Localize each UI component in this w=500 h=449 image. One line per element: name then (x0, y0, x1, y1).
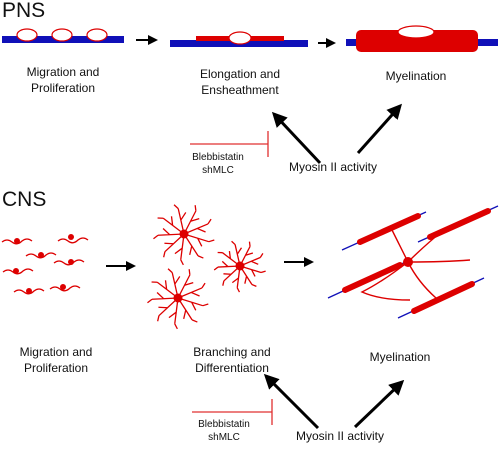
pns-inhibitor-blebbistatin: Blebbistatin (192, 152, 244, 163)
pns-stage2-line1: Elongation and (199, 67, 281, 81)
pns-stage1-line1: Migration and (26, 65, 100, 79)
cell-process (177, 269, 194, 299)
cns-stage2-label: Branching and Differentiation (176, 344, 288, 376)
pns-inhibitor-shmlc: shMLC (202, 165, 234, 176)
cell-body (235, 261, 245, 271)
pns-myosin-arrow-left (271, 111, 322, 165)
pns-stage3-axon (346, 25, 498, 52)
pns-stage1-label: Migration and Proliferation (0, 64, 126, 96)
cell-body (179, 229, 189, 239)
cns-myosin-arrow-left (263, 373, 320, 430)
pns-schwann-cell (16, 28, 38, 42)
pns-inhibitors-label: Blebbistatin shMLC (178, 151, 258, 177)
cns-inhibitor-shmlc: shMLC (208, 432, 240, 443)
pns-schwann-cell (86, 28, 108, 42)
cns-stage1-label: Migration and Proliferation (0, 344, 112, 376)
pns-stage3-label: Myelination (385, 69, 447, 83)
pns-stage2-line2: Ensheathment (201, 83, 279, 97)
cns-myosin-label: Myosin II activity (296, 429, 385, 443)
cns-inhibitor-blebbistatin: Blebbistatin (198, 419, 250, 430)
cns-stage2-line2: Differentiation (195, 361, 269, 375)
pns-stage1-line2: Proliferation (30, 81, 96, 95)
cns-stage2-line1: Branching and (193, 345, 271, 359)
cns-migrating-cells (1, 234, 89, 295)
branched-cell (213, 240, 266, 293)
pns-stage2-axon (170, 31, 308, 47)
branched-cell (147, 268, 209, 330)
pns-stage2-label: Elongation and Ensheathment (176, 66, 304, 98)
pns-schwann-nucleus (397, 25, 435, 39)
cns-myelinating-oligodendrocyte (327, 205, 499, 319)
cns-myosin-arrow-right (353, 379, 405, 429)
cns-inhibitors-label: Blebbistatin shMLC (188, 418, 260, 444)
pns-schwann-cell (228, 31, 252, 45)
cns-stage3-label: Myelination (369, 350, 431, 364)
pns-heading: PNS (2, 0, 46, 22)
cns-stage1-line1: Migration and (19, 345, 93, 359)
branched-cell (153, 204, 215, 266)
pns-stage1-axon (2, 28, 124, 43)
pns-schwann-cell (51, 28, 73, 42)
cns-stage1-line2: Proliferation (23, 361, 89, 375)
cell-body (173, 293, 183, 303)
pns-myosin-arrow-right (356, 103, 402, 154)
cns-heading: CNS (2, 188, 47, 211)
pns-myosin-label: Myosin II activity (289, 160, 378, 174)
cns-branching-cells (147, 204, 266, 330)
cell-process (183, 205, 200, 235)
